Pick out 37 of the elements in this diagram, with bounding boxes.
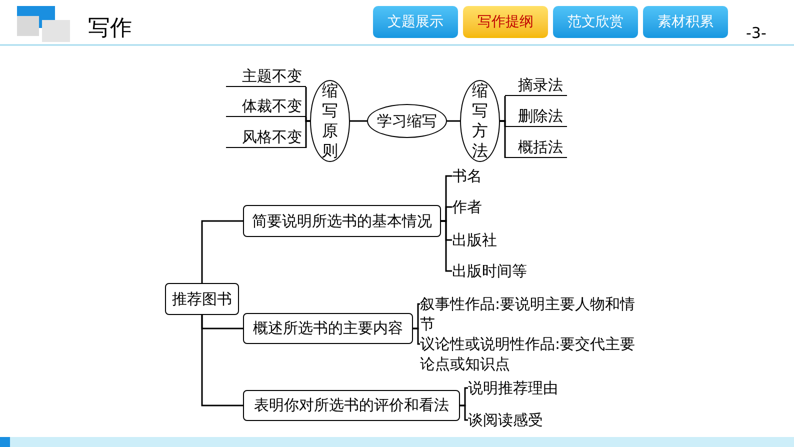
slide-title: 写作 [88,15,132,43]
connector-line [500,120,506,159]
leaf-text: 作者 [452,197,512,217]
underlined-text: 删除法 [505,106,567,127]
branch-box: 表明你对所选书的评价和看法 [243,390,460,421]
vertical-ellipse: 缩写原则 [310,80,350,162]
underlined-text: 风格不变 [226,127,306,148]
nav-tab: 素材积累 [643,6,728,38]
nav-tab: 写作提纲 [463,6,548,38]
connector-line [201,315,243,406]
connector-line [305,120,310,149]
connector-line [201,220,243,283]
connector-line [350,120,367,122]
connector-line [447,120,460,122]
underlined-text: 摘录法 [505,75,567,96]
leaf-text: 出版时间等 [452,261,547,281]
nav-tab: 范文欣赏 [553,6,638,38]
connector-line [413,328,420,345]
leaf-text: 谈阅读感受 [468,410,568,430]
root-box: 推荐图书 [165,283,239,315]
underlined-text: 概括法 [505,137,567,158]
branch-box: 概述所选书的主要内容 [243,313,413,344]
ellipse: 学习缩写 [367,104,447,138]
leaf-text: 说明推荐理由 [468,378,588,398]
connector-line [441,220,452,272]
underlined-text: 体裁不变 [226,96,306,117]
leaf-text: 叙事性作品:要说明主要人物和情节 [420,294,644,334]
underlined-text: 主题不变 [226,66,306,87]
connector-line [305,116,310,122]
branch-box: 简要说明所选书的基本情况 [243,205,441,237]
nav-tab: 文题展示 [373,6,458,38]
page-number: -3- [746,23,766,44]
leaf-text: 书名 [452,166,512,186]
vertical-ellipse: 缩写方法 [460,80,500,162]
connector-line [460,404,468,421]
leaf-text: 议论性或说明性作品:要交代主要论点或知识点 [420,334,644,374]
leaf-text: 出版社 [452,230,522,250]
